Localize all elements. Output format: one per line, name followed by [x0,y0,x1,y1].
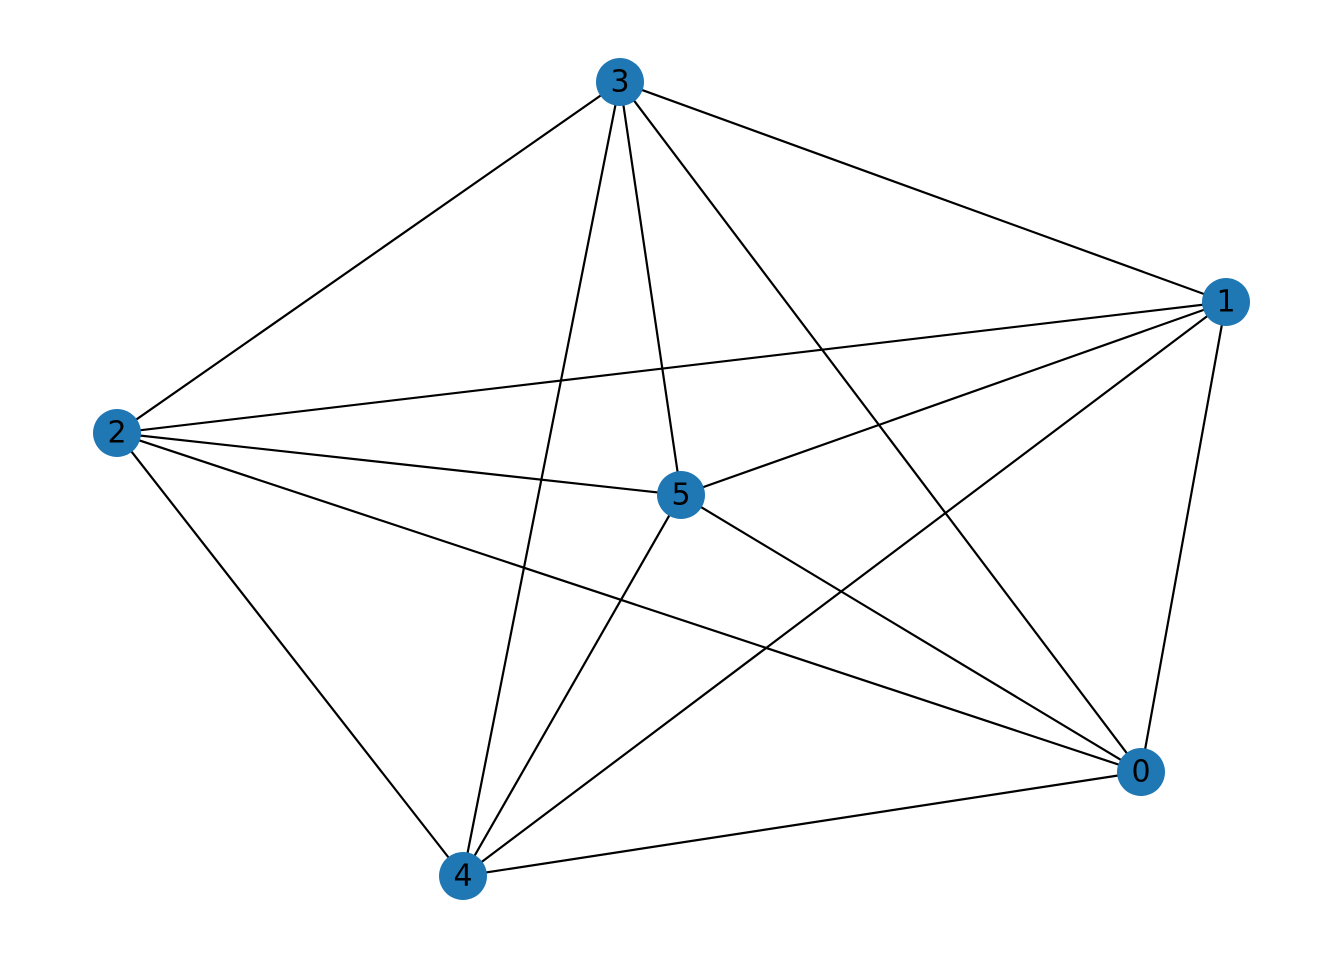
node-label-3: 3 [610,65,629,100]
node-0: 0 [1117,748,1165,796]
edge-3-2 [116,81,621,434]
node-circle-2 [93,409,141,457]
node-circle-0 [1117,748,1165,796]
node-circle-4 [439,852,487,900]
edge-2-5 [116,431,682,497]
node-label-2: 2 [107,416,126,451]
edge-5-0 [680,494,1142,773]
node-circle-5 [657,471,705,519]
edge-4-0 [462,770,1142,878]
edge-1-4 [462,301,1227,877]
node-2: 2 [93,409,141,457]
node-label-1: 1 [1216,285,1235,320]
node-label-5: 5 [671,478,690,513]
node-circle-3 [596,58,644,106]
node-5: 5 [657,471,705,519]
edges-layer [116,80,1228,878]
node-circle-1 [1202,278,1250,326]
edge-3-5 [618,81,683,496]
edge-2-0 [116,431,1142,774]
edge-2-4 [116,432,464,877]
nodes-layer: 0 1 2 3 4 5 [93,58,1250,900]
node-4: 4 [439,852,487,900]
edge-3-1 [619,80,1227,304]
edge-5-4 [462,494,682,877]
edge-1-2 [116,300,1227,435]
edge-1-5 [680,300,1227,497]
node-label-0: 0 [1131,755,1150,790]
node-label-4: 4 [453,859,472,894]
edge-1-0 [1139,301,1228,773]
edge-3-0 [619,81,1142,773]
node-1: 1 [1202,278,1250,326]
node-3: 3 [596,58,644,106]
